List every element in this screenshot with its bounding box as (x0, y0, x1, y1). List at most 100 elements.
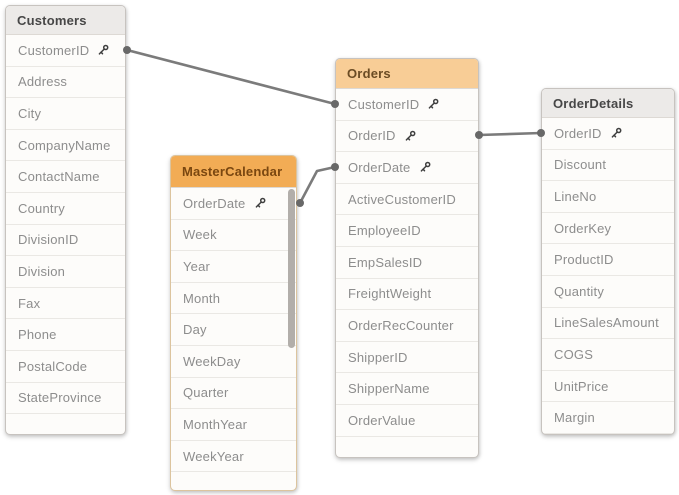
field-row[interactable]: ContactName (6, 161, 125, 193)
table-orders[interactable]: Orders CustomerID OrderID OrderDate Acti… (335, 58, 479, 458)
field-label: ProductID (554, 252, 614, 268)
field-row[interactable]: Margin (542, 402, 674, 434)
key-icon (611, 128, 622, 138)
field-label: FreightWeight (348, 286, 432, 302)
field-label: COGS (554, 346, 594, 362)
field-row[interactable]: OrderDate (336, 152, 478, 184)
field-label: Country (18, 200, 65, 216)
field-row[interactable]: Quantity (542, 276, 674, 308)
field-label: WeekDay (183, 353, 241, 369)
field-label: LineNo (554, 188, 597, 204)
field-label: OrderValue (348, 412, 416, 428)
field-label: Discount (554, 157, 607, 173)
connector-customers-orders (126, 48, 336, 106)
field-row[interactable]: CompanyName (6, 130, 125, 162)
connector-mastercalendar-orders (298, 165, 336, 204)
field-row[interactable]: UnitPrice (542, 371, 674, 403)
field-label: Fax (18, 295, 41, 311)
table-header-orderdetails[interactable]: OrderDetails (542, 89, 674, 118)
field-row[interactable]: CustomerID (336, 89, 478, 121)
field-row[interactable]: Discount (542, 150, 674, 182)
field-label: Division (18, 263, 66, 279)
field-row[interactable]: EmployeeID (336, 215, 478, 247)
field-row[interactable]: Country (6, 193, 125, 225)
field-row[interactable]: Week (171, 220, 296, 252)
field-label: ShipperName (348, 381, 430, 397)
table-orderdetails[interactable]: OrderDetails OrderID Discount LineNo Ord… (541, 88, 675, 435)
field-label: UnitPrice (554, 378, 609, 394)
field-label: Year (183, 258, 211, 274)
field-row[interactable]: WeekDay (171, 346, 296, 378)
field-row[interactable]: OrderID (542, 118, 674, 150)
field-row[interactable]: Phone (6, 319, 125, 351)
field-label: ContactName (18, 169, 100, 185)
field-row[interactable]: Address (6, 67, 125, 99)
field-row[interactable]: City (6, 98, 125, 130)
field-label: OrderKey (554, 220, 612, 236)
field-row[interactable]: MonthYear (171, 409, 296, 441)
field-label: OrderID (554, 125, 602, 141)
field-label: DivisionID (18, 232, 79, 248)
table-header-orders[interactable]: Orders (336, 59, 478, 89)
field-row[interactable]: LineSalesAmount (542, 308, 674, 340)
field-label: OrderID (348, 128, 396, 144)
table-title: MasterCalendar (182, 164, 283, 179)
field-row[interactable]: COGS (542, 339, 674, 371)
field-label: CustomerID (18, 42, 90, 58)
key-icon (420, 162, 430, 173)
table-header-customers[interactable]: Customers (6, 6, 125, 35)
connector-orders-orderdetails (478, 131, 542, 137)
field-row[interactable]: Fax (6, 288, 125, 320)
key-icon (429, 99, 439, 109)
field-label: OrderRecCounter (348, 317, 454, 333)
field-label: Day (183, 322, 207, 338)
field-row[interactable]: FreightWeight (336, 279, 478, 311)
field-row[interactable]: ShipperName (336, 373, 478, 405)
field-row[interactable]: OrderValue (336, 405, 478, 437)
vertical-scrollbar[interactable] (288, 189, 295, 348)
field-row[interactable]: OrderID (336, 121, 478, 153)
field-row[interactable]: OrderDate (171, 188, 296, 220)
field-label: Month (183, 290, 221, 306)
field-label: EmpSalesID (348, 254, 423, 270)
field-label: OrderDate (183, 195, 246, 211)
field-label: StateProvince (18, 390, 102, 406)
field-label: EmployeeID (348, 223, 421, 239)
table-mastercalendar[interactable]: MasterCalendar OrderDate Week Year Month… (170, 155, 297, 491)
key-icon (255, 198, 265, 208)
field-label: Margin (554, 410, 595, 426)
field-row[interactable]: DivisionID (6, 225, 125, 257)
field-row[interactable]: OrderKey (542, 213, 674, 245)
field-row[interactable]: ShipperID (336, 342, 478, 374)
key-icon (99, 45, 109, 55)
field-row[interactable]: Quarter (171, 378, 296, 410)
field-label: ActiveCustomerID (348, 191, 456, 207)
field-row[interactable]: Year (171, 251, 296, 283)
field-label: WeekYear (183, 448, 244, 464)
field-row[interactable]: PostalCode (6, 351, 125, 383)
field-row[interactable]: ProductID (542, 244, 674, 276)
field-row[interactable]: EmpSalesID (336, 247, 478, 279)
field-row[interactable]: Month (171, 283, 296, 315)
field-label: CompanyName (18, 137, 111, 153)
field-label: LineSalesAmount (554, 315, 659, 331)
key-icon (405, 130, 416, 141)
field-row[interactable]: StateProvince (6, 383, 125, 415)
field-label: Quarter (183, 385, 229, 401)
field-row[interactable]: Division (6, 256, 125, 288)
field-row[interactable]: OrderRecCounter (336, 310, 478, 342)
table-title: OrderDetails (553, 95, 634, 111)
table-customers[interactable]: Customers CustomerID Address City Compan… (5, 5, 126, 435)
field-label: CustomerID (348, 96, 420, 112)
field-label: PostalCode (18, 358, 88, 374)
connector-endpoint-dot (296, 199, 304, 207)
field-label: ShipperID (348, 349, 408, 365)
field-label: Week (183, 227, 217, 243)
field-row[interactable]: ActiveCustomerID (336, 184, 478, 216)
field-row[interactable]: WeekYear (171, 441, 296, 473)
field-row[interactable]: LineNo (542, 181, 674, 213)
field-row[interactable]: Day (171, 314, 296, 346)
table-header-mastercalendar[interactable]: MasterCalendar (171, 156, 296, 188)
field-row[interactable]: CustomerID (6, 35, 125, 67)
